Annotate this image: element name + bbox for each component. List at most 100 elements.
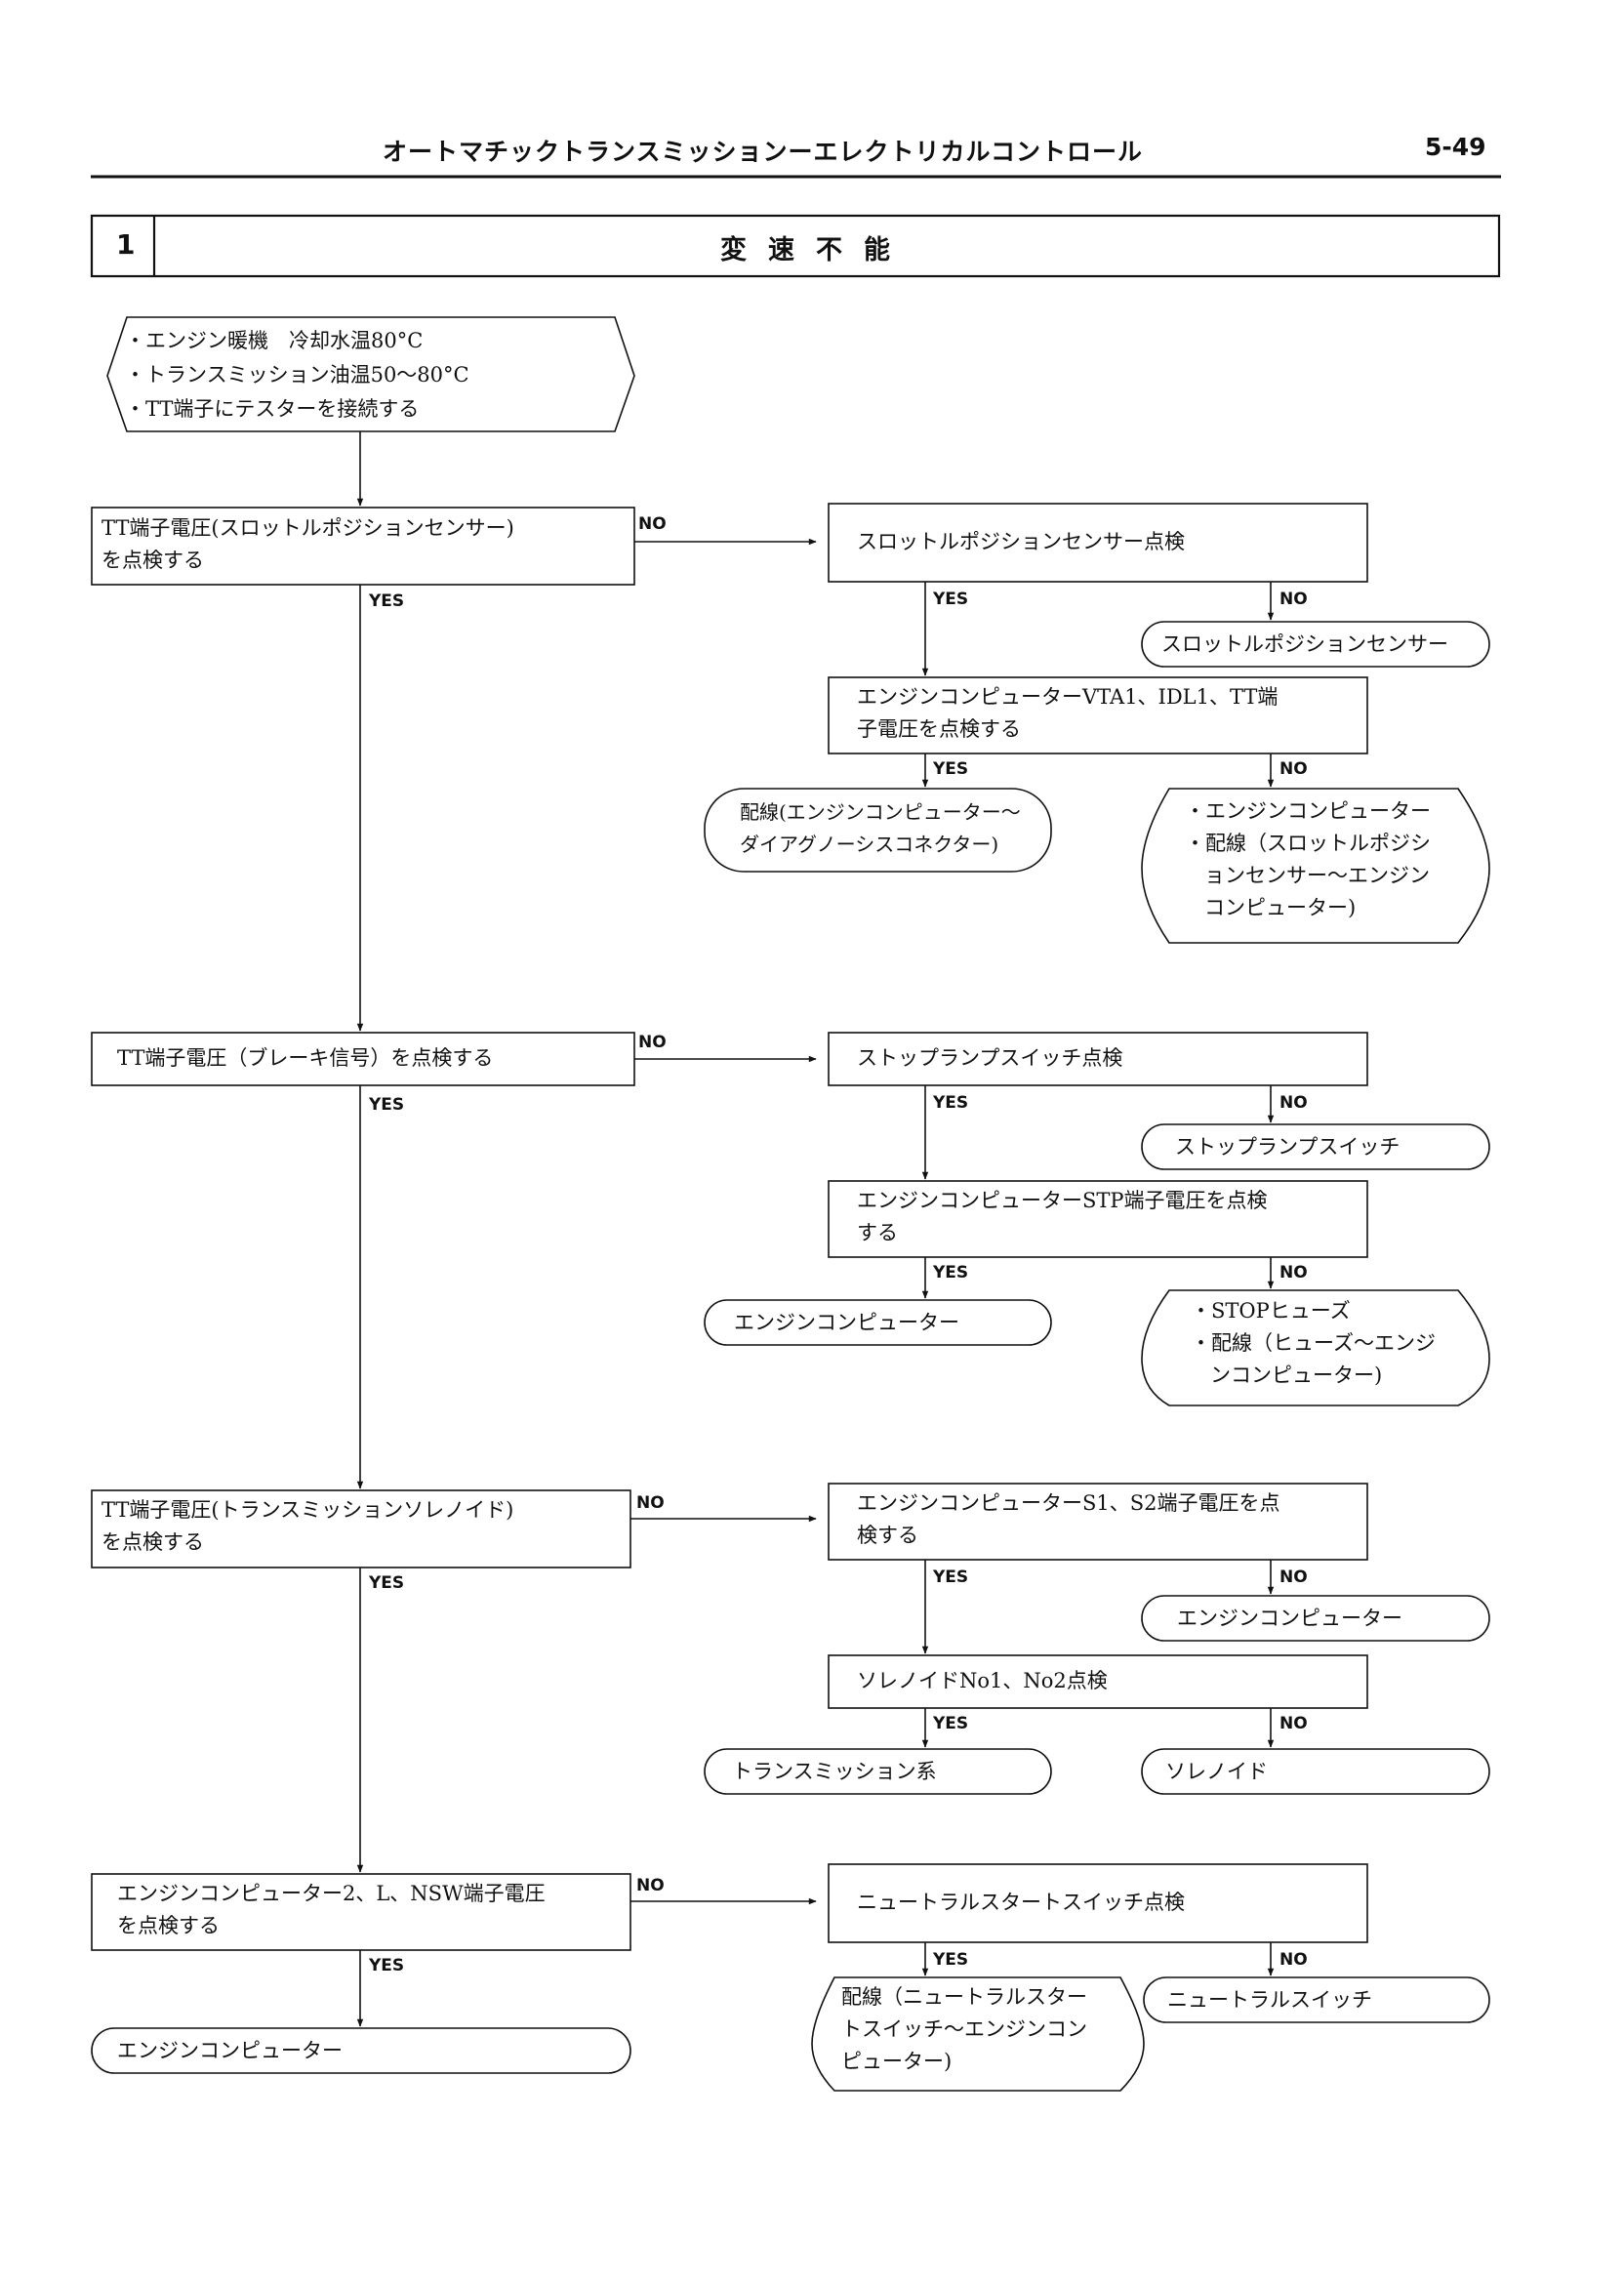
yes-label: YES: [369, 1956, 405, 1975]
wiring-diag-shape: [704, 788, 1052, 873]
wiring-nsw-line: 配線（ニュートラルスター: [841, 1985, 1087, 2009]
nsw-inspect-box: [828, 1863, 1368, 1943]
section-box: [90, 214, 1501, 278]
ecu-s1s2-line: エンジンコンピューターS1、S2端子電圧を点: [857, 1491, 1280, 1515]
ecu-vta-box: [828, 676, 1368, 754]
ecu-result-1-shape: [704, 1299, 1052, 1346]
solenoid-inspect-text: ソレノイドNo1、No2点検: [857, 1669, 1108, 1692]
stop-fuse-line: ンコンピューター): [1210, 1364, 1383, 1387]
ecu-result-final-text: エンジンコンピューター: [117, 2039, 343, 2062]
start-conditions: ・エンジン暖機 冷却水温80°C ・トランスミッション油温50～80°C ・TT…: [125, 324, 469, 427]
yes-label: YES: [369, 1573, 405, 1593]
no-label: NO: [1279, 1714, 1308, 1733]
wiring-nsw-line: ピューター): [841, 2050, 953, 2073]
ecu-s1s2-text: エンジンコンピューターS1、S2端子電圧を点 検する: [857, 1487, 1280, 1552]
check3-line: TT端子電圧(トランスミッションソレノイド): [102, 1498, 514, 1522]
stop-inspect-box: [828, 1032, 1368, 1086]
ecu-result-final-shape: [91, 2027, 631, 2074]
wiring-diag-text: 配線(エンジンコンピューター～ ダイアグノーシスコネクター): [740, 796, 1021, 861]
ecu-vta-line: エンジンコンピューターVTA1、IDL1、TT端: [857, 685, 1279, 709]
check1-text: TT端子電圧(スロットルポジションセンサー) を点検する: [102, 512, 514, 577]
trans-system-text: トランスミッション系: [732, 1760, 937, 1783]
stop-fuse-shape: [1141, 1289, 1490, 1406]
no-label: NO: [636, 1493, 665, 1513]
stop-fuse-line: ・STOPヒューズ: [1191, 1299, 1351, 1323]
tps-inspect-box: [828, 503, 1368, 583]
check4-text: エンジンコンピューター2、L、NSW端子電圧 を点検する: [117, 1878, 546, 1942]
no-label: NO: [1279, 1568, 1308, 1587]
yes-label: YES: [933, 1568, 969, 1587]
nsw-inspect-text: ニュートラルスタートスイッチ点検: [857, 1891, 1185, 1914]
no-label: NO: [1279, 1263, 1308, 1282]
no-label: NO: [638, 514, 667, 534]
ecu-wiring-line: ョンセンサー～エンジン: [1204, 864, 1430, 887]
yes-label: YES: [933, 759, 969, 779]
check3-line: を点検する: [102, 1530, 204, 1554]
wiring-diag-line: ダイアグノーシスコネクター): [740, 833, 999, 856]
wiring-nsw-line: トスイッチ～エンジンコン: [841, 2017, 1087, 2041]
no-label: NO: [1279, 1950, 1308, 1970]
yes-label: YES: [933, 1714, 969, 1733]
yes-label: YES: [933, 1263, 969, 1282]
ecu-wiring-line: コンピューター): [1204, 896, 1357, 919]
check1-line: を点検する: [102, 549, 204, 572]
tps-result-text: スロットルポジションセンサー: [1161, 632, 1448, 656]
yes-label: YES: [369, 1095, 405, 1115]
stop-result-shape: [1141, 1123, 1490, 1170]
no-label: NO: [636, 1876, 665, 1895]
ecu-s1s2-line: 検する: [857, 1524, 918, 1547]
ecu-s1s2-box: [828, 1483, 1368, 1561]
ecu-stp-line: する: [857, 1221, 898, 1244]
ecu-result-2-shape: [1141, 1595, 1490, 1642]
check4-line: を点検する: [117, 1914, 220, 1937]
ecu-wiring-line: ・配線（スロットルポジシ: [1185, 832, 1431, 855]
ecu-result-2-text: エンジンコンピューター: [1177, 1607, 1402, 1630]
stop-result-text: ストップランプスイッチ: [1175, 1135, 1401, 1159]
page-header-title: オートマチックトランスミッションーエレクトリカルコントロール: [383, 138, 1144, 166]
no-label: NO: [1279, 1093, 1308, 1113]
ecu-vta-line: 子電圧を点検する: [857, 717, 1021, 741]
check4-line: エンジンコンピューター2、L、NSW端子電圧: [117, 1882, 546, 1905]
no-label: NO: [1279, 590, 1308, 609]
page-number: 5-49: [1425, 133, 1486, 161]
no-label: NO: [1279, 759, 1308, 779]
yes-label: YES: [369, 591, 405, 611]
start-shape: [106, 316, 635, 432]
ecu-wiring-tps-text: ・エンジンコンピューター ・配線（スロットルポジシ ョンセンサー～エンジン コン…: [1185, 795, 1431, 924]
yes-label: YES: [933, 1950, 969, 1970]
solenoid-result-text: ソレノイド: [1165, 1760, 1268, 1783]
ecu-wiring-tps-shape: [1141, 788, 1490, 944]
ecu-stp-text: エンジンコンピューターSTP端子電圧を点検 する: [857, 1185, 1268, 1249]
ecu-wiring-line: ・エンジンコンピューター: [1185, 799, 1431, 823]
check1-box: [91, 507, 635, 586]
wiring-nsw-text: 配線（ニュートラルスター トスイッチ～エンジンコン ピューター): [841, 1981, 1087, 2078]
nsw-result-text: ニュートラルスイッチ: [1167, 1988, 1372, 2012]
wiring-nsw-shape: [811, 1976, 1145, 2092]
solenoid-inspect-box: [828, 1654, 1368, 1709]
stop-inspect-text: ストップランプスイッチ点検: [857, 1046, 1123, 1070]
check3-box: [91, 1489, 631, 1568]
wiring-diag-line: 配線(エンジンコンピューター～: [740, 800, 1021, 824]
stop-fuse-text: ・STOPヒューズ ・配線（ヒューズ～エンジ ンコンピューター): [1191, 1295, 1436, 1392]
section-title: 変速不能: [720, 235, 912, 265]
ecu-vta-text: エンジンコンピューターVTA1、IDL1、TT端 子電圧を点検する: [857, 681, 1278, 746]
no-label: NO: [638, 1033, 667, 1052]
check4-box: [91, 1873, 631, 1951]
tps-inspect-text: スロットルポジションセンサー点検: [857, 530, 1185, 553]
nsw-result-shape: [1143, 1976, 1490, 2023]
solenoid-result-shape: [1141, 1748, 1490, 1795]
ecu-stp-line: エンジンコンピューターSTP端子電圧を点検: [857, 1189, 1268, 1212]
start-line: ・トランスミッション油温50～80°C: [125, 363, 469, 387]
section-number: 1: [116, 228, 136, 261]
start-line: ・TT端子にテスターを接続する: [125, 397, 420, 421]
yes-label: YES: [933, 590, 969, 609]
stop-fuse-line: ・配線（ヒューズ～エンジ: [1191, 1331, 1436, 1355]
tps-result-shape: [1141, 621, 1490, 668]
check2-text: TT端子電圧（ブレーキ信号）を点検する: [117, 1046, 494, 1070]
check1-line: TT端子電圧(スロットルポジションセンサー): [102, 516, 514, 540]
ecu-result-1-text: エンジンコンピューター: [734, 1311, 959, 1334]
trans-system-shape: [704, 1748, 1052, 1795]
start-line: ・エンジン暖機 冷却水温80°C: [125, 329, 424, 352]
ecu-stp-box: [828, 1180, 1368, 1258]
